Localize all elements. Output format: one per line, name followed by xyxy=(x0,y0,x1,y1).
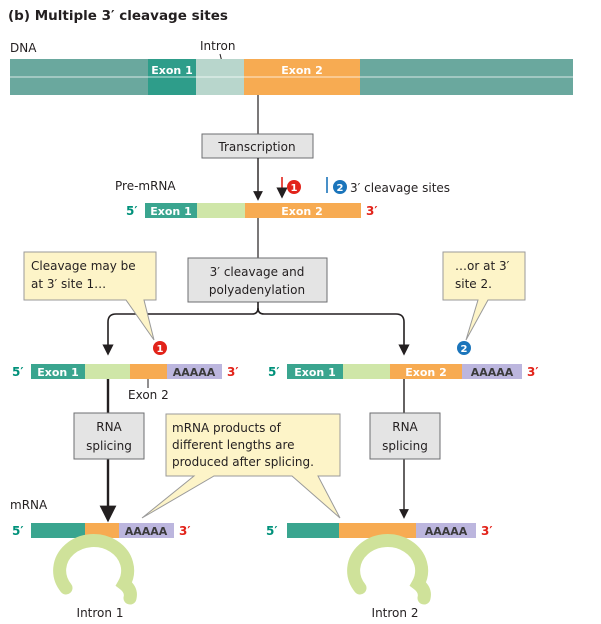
site2-number: 2 xyxy=(337,183,344,194)
right-mrna-bar: AAAAA xyxy=(287,523,476,538)
premrna-exon1 xyxy=(145,203,197,218)
transcription-box xyxy=(201,133,314,159)
left-site1-number: 1 xyxy=(157,344,164,355)
dna-bar: Exon 1 Exon 2 xyxy=(10,59,573,95)
left-mrna-polya-label: AAAAA xyxy=(125,525,168,538)
cleavage-sites-label: 3′ cleavage sites xyxy=(350,181,450,195)
left-product-5prime: 5′ xyxy=(12,365,24,379)
left-splicing-line2: splicing xyxy=(86,439,132,453)
site1-marker xyxy=(287,180,301,194)
intron2-label: Intron 2 xyxy=(372,606,419,620)
left-product-exon1-label: Exon 1 xyxy=(37,366,78,379)
right-mrna-3prime: 3′ xyxy=(481,524,493,538)
left-product-polya-label: AAAAA xyxy=(173,366,216,379)
transcription-label: Transcription xyxy=(217,140,295,154)
left-site1-marker xyxy=(153,341,167,355)
right-mrna-exon1 xyxy=(287,523,339,538)
cleavage-label-line2: polyadenylation xyxy=(209,283,305,297)
left-exon2-label: Exon 2 xyxy=(128,388,169,402)
premrna-bar: Exon 1 Exon 2 xyxy=(145,203,361,218)
left-mrna-exon1 xyxy=(31,523,85,538)
callout-left-line1: Cleavage may be xyxy=(31,259,136,273)
left-mrna-5prime: 5′ xyxy=(12,524,24,538)
right-product-bar: Exon 1 Exon 2 AAAAA xyxy=(287,364,522,379)
left-product-intron xyxy=(85,364,130,379)
right-product-3prime: 3′ xyxy=(527,365,539,379)
premrna-exon1-label: Exon 1 xyxy=(150,205,191,218)
cleavage-label-line1: 3′ cleavage and xyxy=(210,265,305,279)
left-splicing-box xyxy=(73,412,145,460)
branch-split-right xyxy=(257,307,410,356)
callout-center-line2: different lengths are xyxy=(172,438,295,452)
callout-right-line1: …or at 3′ xyxy=(455,259,510,273)
right-mrna-5prime: 5′ xyxy=(266,524,278,538)
premrna-5prime: 5′ xyxy=(126,204,138,218)
site2-marker xyxy=(333,180,347,194)
right-mrna-polya-label: AAAAA xyxy=(425,525,468,538)
callout-right: …or at 3′ site 2. xyxy=(442,251,526,341)
premrna-exon2-label: Exon 2 xyxy=(281,205,322,218)
right-site2-marker xyxy=(457,341,471,355)
callout-center-line3: produced after splicing. xyxy=(172,455,314,469)
dna-label: DNA xyxy=(10,41,37,55)
left-product-polya xyxy=(167,364,222,379)
site1-number: 1 xyxy=(291,183,298,194)
callout-center-line1: mRNA products of xyxy=(172,421,282,435)
right-product-exon1-label: Exon 1 xyxy=(294,366,335,379)
right-mrna-polya xyxy=(416,523,476,538)
left-mrna-bar: AAAAA xyxy=(31,523,174,538)
mrna-label: mRNA xyxy=(10,498,48,512)
right-product-exon1 xyxy=(287,364,343,379)
callout-left-shape xyxy=(23,251,157,341)
cleavage-box xyxy=(187,257,328,303)
right-mrna-exon2 xyxy=(339,523,416,538)
branch-split xyxy=(102,302,259,356)
callout-center-shape xyxy=(141,413,341,519)
premrna-intron xyxy=(197,203,245,218)
callout-left: Cleavage may be at 3′ site 1… xyxy=(23,251,157,341)
left-splicing-line1: RNA xyxy=(96,420,122,434)
intron-label: Intron xyxy=(200,39,235,53)
callout-center: mRNA products of different lengths are p… xyxy=(141,413,341,519)
premrna-label: Pre-mRNA xyxy=(115,179,176,193)
right-splicing-box xyxy=(369,412,441,460)
left-product-3prime: 3′ xyxy=(227,365,239,379)
right-product-5prime: 5′ xyxy=(268,365,280,379)
left-product-bar: Exon 1 AAAAA xyxy=(31,364,222,379)
intron2-lariat xyxy=(347,534,431,605)
intron2-lariat-shape xyxy=(347,534,431,605)
premrna-exon2 xyxy=(245,203,361,218)
callout-right-shape xyxy=(442,251,526,341)
left-mrna-3prime: 3′ xyxy=(179,524,191,538)
premrna-3prime: 3′ xyxy=(366,204,378,218)
intron1-label: Intron 1 xyxy=(77,606,124,620)
right-product-intron xyxy=(343,364,390,379)
right-product-exon2 xyxy=(390,364,462,379)
left-product-exon2 xyxy=(130,364,167,379)
right-product-polya-label: AAAAA xyxy=(471,366,514,379)
callout-left-line2: at 3′ site 1… xyxy=(31,277,106,291)
callout-right-line2: site 2. xyxy=(455,277,492,291)
figure-title: (b) Multiple 3′ cleavage sites xyxy=(8,8,228,24)
dna-exon2-label: Exon 2 xyxy=(281,64,322,77)
intron1-lariat xyxy=(53,534,137,605)
dna-exon1-label: Exon 1 xyxy=(151,64,192,77)
left-mrna-polya xyxy=(119,523,174,538)
intron1-lariat-shape xyxy=(53,534,137,605)
right-product-exon2-label: Exon 2 xyxy=(405,366,446,379)
left-product-exon1 xyxy=(31,364,85,379)
right-product-polya xyxy=(462,364,522,379)
right-site2-number: 2 xyxy=(461,344,468,355)
right-splicing-line1: RNA xyxy=(392,420,418,434)
right-splicing-line2: splicing xyxy=(382,439,428,453)
